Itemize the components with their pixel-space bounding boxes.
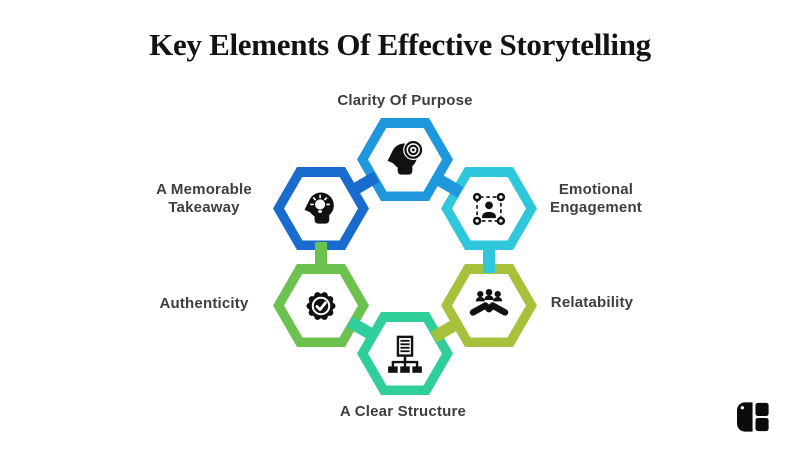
hexagon-a-clear-structure: [357, 312, 453, 395]
label-clarity-of-purpose: Clarity Of Purpose: [337, 92, 473, 109]
link-authenticity-takeaway: [315, 242, 327, 273]
hexagon-inner: [284, 273, 358, 338]
hexagon-inner: [284, 176, 358, 241]
link-clarity-emotional: [430, 171, 464, 198]
hexagon-inner: [368, 127, 442, 192]
page-title: Key Elements Of Effective Storytelling: [149, 27, 651, 62]
hexagon-clarity-of-purpose: [357, 118, 453, 201]
label-authenticity: Authenticity: [159, 295, 249, 312]
org-chart-icon: [388, 335, 422, 373]
person-network-icon: [472, 192, 506, 225]
head-target-icon: [387, 139, 424, 175]
label-a-memorable-takeaway: A Memorable Takeaway: [156, 181, 252, 216]
hexagon-emotional-engagement: [441, 167, 537, 250]
brand-book-logo: [737, 402, 769, 432]
hexagon-authenticity: [273, 264, 369, 347]
link-structure-authenticity: [346, 316, 380, 343]
label-a-clear-structure: A Clear Structure: [339, 403, 467, 420]
link-emotional-relatability: [483, 242, 495, 273]
link-relatability-structure: [430, 316, 464, 343]
label-emotional-engagement: Emotional Engagement: [549, 181, 642, 216]
badge-check-icon: [306, 291, 336, 320]
link-takeaway-clarity: [346, 171, 380, 198]
label-relatability: Relatability: [550, 294, 634, 311]
hexagon-a-memorable-takeaway: [273, 167, 369, 250]
hexagon-relatability: [441, 264, 537, 347]
people-handshake-icon: [469, 288, 509, 316]
head-bulb-icon: [304, 192, 334, 224]
hexagon-inner: [452, 273, 526, 338]
hexagon-inner: [368, 321, 442, 386]
